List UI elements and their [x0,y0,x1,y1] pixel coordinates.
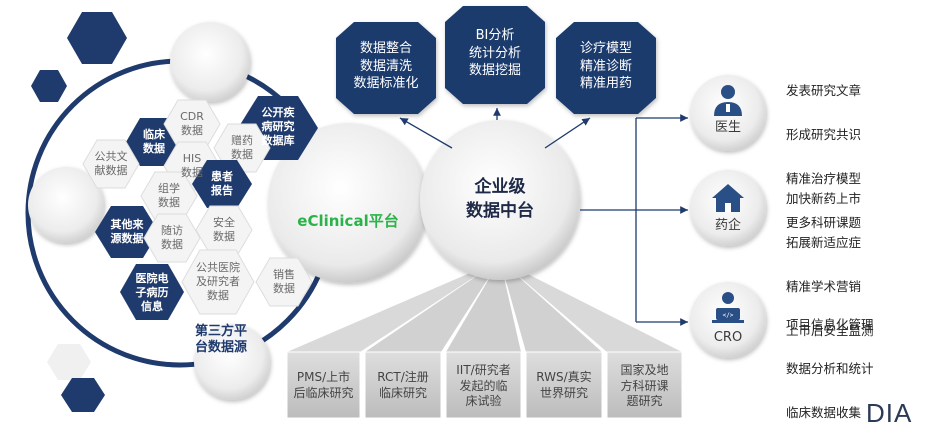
study-text-4: 国家及地 方科研课 题研究 [620,363,669,409]
hex-label-emr-info: 医院电 子病历 信息 [135,272,169,313]
decor-hex-light-bottom [47,344,91,380]
ring-hex-layer [82,96,318,320]
top-box-2 [556,22,656,114]
hex-shape-9 [143,213,201,263]
hex-label-cdr-data: CDR 数据 [180,110,204,137]
hex-shape-7 [192,160,252,208]
benefits-doctor: 发表研究文章 形成研究共识 精准治疗模型 更多科研课题 [786,58,861,256]
house-icon [712,184,744,212]
hex-label-patient-report: 患者 报告 [211,170,233,197]
center-sphere [420,120,580,280]
top-box-text-2: 诊疗模型 精准诊断 精准用药 [579,41,632,92]
top-box-1 [445,6,545,104]
hex-shape-13 [255,257,313,307]
stakeholder-name-doctor: 医生 [714,120,741,135]
study-text-2: IIT/研究者 发起的临 床试验 [456,363,511,409]
laptop-user-icon: </> [712,292,744,323]
study-box-1 [364,351,442,419]
benefit-item: 更多科研课题 [786,215,862,230]
benefit-item: 临床数据收集 [786,405,862,420]
eclinical-sphere [268,123,428,283]
benefit-item: 拓展新适应症 [786,235,862,250]
hex-label-public-hospital-data: 公共医院 及研究者 数据 [196,261,240,302]
arrow-to-box-2 [544,117,591,149]
benefit-item: 上市后安全监测 [786,323,874,338]
study-box-4 [606,351,683,419]
hex-shape-5 [82,139,140,189]
hex-label-sales-data: 销售 数据 [273,268,295,295]
dia-logo: DIA [866,398,913,428]
ring-sphere-left [28,167,104,243]
eclinical-label: eClinical平台 [278,193,418,231]
decor-hex-navy-mid [31,70,67,102]
hex-shape-11 [120,264,184,320]
ring-sphere-top [170,22,250,102]
hex-label-clinical-data: 临床 数据 [143,128,165,155]
hex-shape-8 [95,206,159,258]
hex-label-literature-data: 公共文 献数据 [94,150,128,177]
svg-text:</>: </> [723,312,734,319]
stakeholder-name-pharma: 药企 [714,218,741,233]
center-title: 企业级 数据中台 [466,177,534,221]
benefits-cro: 项目信息化管理 数据分析和统计 临床数据收集 [786,292,874,446]
study-box-2 [445,351,522,419]
benefit-item: 形成研究共识 [786,127,862,142]
third-party-label: 第三方平 台数据源 [194,324,247,356]
hex-label-his-data: HIS 数据 [181,152,203,179]
hex-label-other-source: 其他来 源数据 [110,218,144,245]
stakeholder-name-cro: CRO [713,330,743,345]
hex-label-followup-data: 随访 数据 [161,224,183,251]
top-box-text-1: BI分析 统计分析 数据挖掘 [468,28,521,79]
benefit-item: 精准学术营销 [786,279,862,294]
benefit-item: 数据分析和统计 [786,361,874,376]
decor-hex-navy-bottom [61,378,105,412]
hex-label-safety-data: 安全 数据 [213,216,235,243]
study-text-0: PMS/上市 后临床研究 [293,370,354,400]
hex-label-gift-drug-data: 赠药 数据 [231,134,253,161]
eclinical-label-suffix: 平台 [368,211,399,230]
hex-label-public-disease-db: 公开疾 病研究 数据库 [261,106,295,147]
top-box-text-0: 数据整合 数据清洗 数据标准化 [353,41,419,92]
decor-hex-navy-top [67,12,127,64]
hex-shape-12 [181,249,255,315]
study-text-1: RCT/注册 临床研究 [377,370,429,400]
study-box-0 [286,351,361,419]
doctor-icon [714,85,742,116]
benefit-item: 加快新药上市 [786,191,862,206]
ring-sphere-bottom [194,324,270,400]
study-text-3: RWS/真实 世界研究 [536,370,592,400]
study-box-3 [525,351,603,419]
benefit-item: 发表研究文章 [786,83,862,98]
eclinical-label-prefix: eClinical [297,211,369,230]
top-box-0 [336,22,436,114]
benefits-pharma: 加快新药上市 拓展新适应症 精准学术营销 上市后安全监测 [786,166,874,364]
benefit-item: 项目信息化管理 [786,317,874,332]
benefit-item: 精准治疗模型 [786,171,862,186]
hex-label-omics-data: 组学 数据 [158,182,180,209]
arrow-to-box-0 [399,117,453,149]
